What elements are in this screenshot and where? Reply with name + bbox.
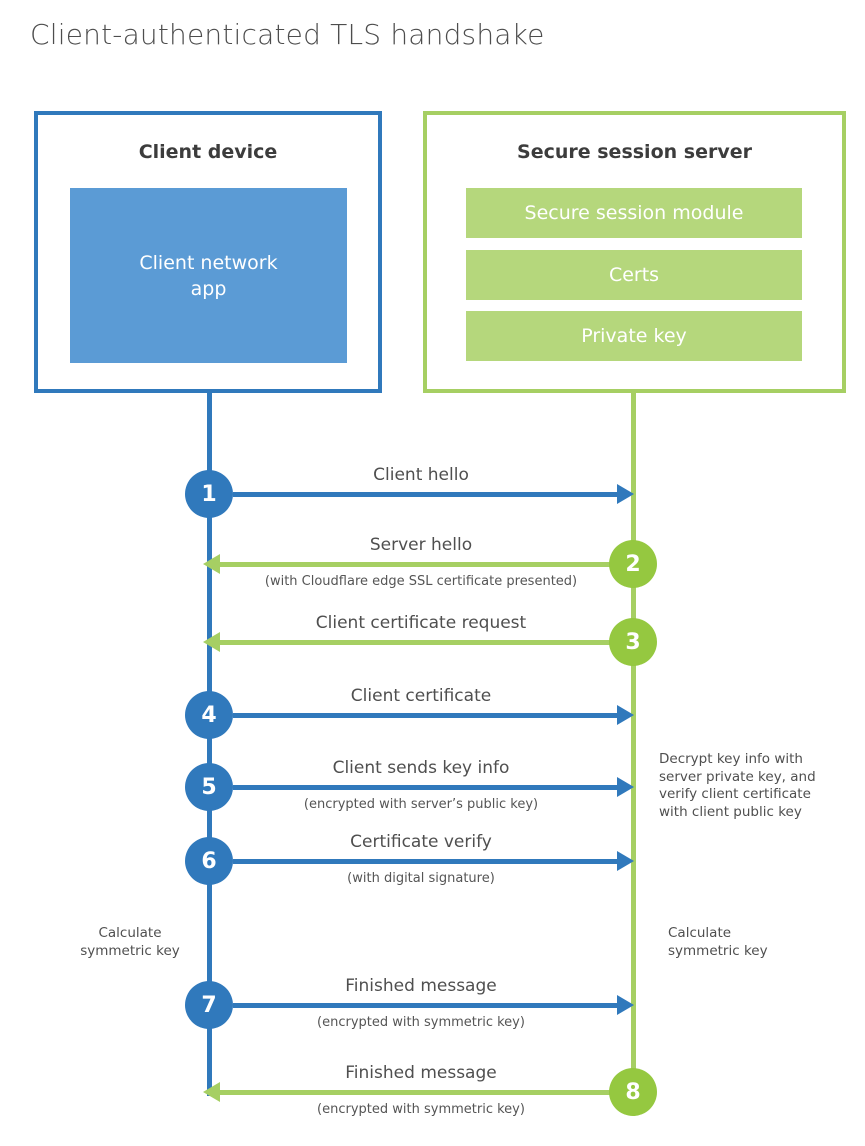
page-title: Client-authenticated TLS handshake [30, 18, 545, 51]
server-lifeline [631, 393, 636, 1092]
step-number-badge: 4 [185, 691, 233, 739]
step-number-badge: 6 [185, 837, 233, 885]
step-label: Client certificate [350, 686, 492, 706]
arrow-shaft [220, 640, 633, 645]
calculate-symmetric-key-note-server: Calculate symmetric key [668, 925, 768, 959]
secure-session-server-title: Secure session server [517, 141, 752, 163]
step-label: Client certificate request [315, 613, 527, 633]
step-number-badge: 8 [609, 1068, 657, 1116]
certs-label: Certs [608, 264, 660, 286]
step-sublabel: (encrypted with symmetric key) [317, 1102, 525, 1117]
step-number-badge: 1 [185, 470, 233, 518]
client-device-box: Client device Client network app [34, 111, 382, 393]
step-sublabel: (encrypted with symmetric key) [317, 1015, 525, 1030]
arrow-shaft [220, 562, 633, 567]
arrow-left-icon [203, 554, 220, 574]
step-label: Finished message [345, 976, 497, 996]
step-label: Finished message [345, 1063, 497, 1083]
step-sublabel: (encrypted with server’s public key) [303, 797, 539, 812]
step-label: Server hello [369, 535, 473, 555]
server-module-bar: Private key [466, 311, 802, 361]
client-lifeline [207, 393, 212, 1096]
step-sublabel: (with Cloudflare edge SSL certificate pr… [264, 574, 578, 589]
step-label: Client hello [373, 465, 469, 485]
arrow-shaft [233, 713, 620, 718]
arrow-shaft [233, 859, 620, 864]
step-number-badge: 7 [185, 981, 233, 1029]
arrow-right-icon [617, 995, 634, 1015]
decrypt-key-note: Decrypt key info with server private key… [659, 751, 816, 820]
arrow-right-icon [617, 777, 634, 797]
arrow-shaft [233, 1003, 620, 1008]
secure-session-server-box: Secure session server Secure session mod… [423, 111, 846, 393]
server-module-bar: Certs [466, 250, 802, 300]
client-network-app-box: Client network app [70, 188, 347, 363]
step-number-badge: 5 [185, 763, 233, 811]
arrow-shaft [233, 785, 620, 790]
arrow-left-icon [203, 1082, 220, 1102]
calculate-symmetric-key-note-client: Calculate symmetric key [80, 925, 180, 959]
arrow-shaft [220, 1090, 633, 1095]
arrow-left-icon [203, 632, 220, 652]
arrow-right-icon [617, 705, 634, 725]
server-module-bar: Secure session module [466, 188, 802, 238]
arrow-right-icon [617, 484, 634, 504]
arrow-right-icon [617, 851, 634, 871]
step-label: Client sends key info [332, 758, 510, 778]
secure-session-module-label: Secure session module [524, 202, 744, 224]
client-device-title: Client device [138, 141, 278, 163]
step-label: Certificate verify [350, 832, 492, 852]
step-sublabel: (with digital signature) [347, 871, 495, 886]
step-number-badge: 2 [609, 540, 657, 588]
client-network-app-label: Client network app [139, 251, 278, 300]
private-key-label: Private key [581, 325, 687, 347]
step-number-badge: 3 [609, 618, 657, 666]
arrow-shaft [233, 492, 620, 497]
